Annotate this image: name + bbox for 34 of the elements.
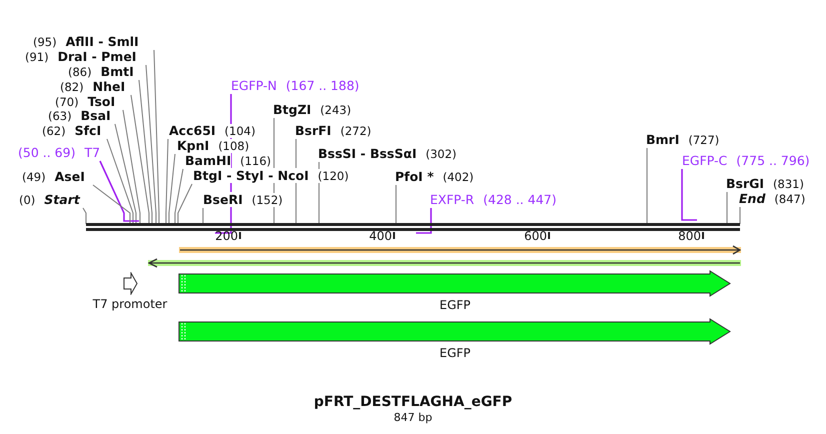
leader-line [106,138,134,224]
leader-line [92,184,130,224]
leader-line [130,94,150,224]
leader-line [202,208,204,224]
leader-line [154,50,160,224]
feature-label: EGFP [438,298,472,312]
leader-line [174,168,184,224]
enzyme-site-label: KpnI (108) [177,139,250,153]
leader-line [82,208,86,224]
feature-label: EGFP [438,346,472,360]
leader-line [138,80,152,224]
axis-label: 600 [524,229,547,243]
leader-line [166,138,168,224]
map-title: pFRT_DESTFLAGHA_eGFP [312,394,514,410]
axis-label: 400 [369,229,392,243]
axis-label: 800 [678,229,701,243]
leader-line [99,160,139,222]
enzyme-site-label: (70) TsoI [55,95,116,109]
leader-line [168,154,176,224]
enzyme-site-label: End (847) [739,192,806,206]
leader-line [726,192,728,224]
axis-label: 200 [215,229,238,243]
enzyme-site-label: BmrI (727) [646,133,720,147]
leader-line [114,124,136,224]
sequence-line [86,223,740,231]
feature-label: T7 promoter [92,297,168,311]
leader-line [122,110,140,224]
leader-line [646,148,648,224]
leader-line [146,64,156,224]
enzyme-site-label: (62) SfcI [42,124,102,138]
leader-line [681,169,697,221]
leader-line [178,184,192,224]
map-caption: 847 bp [392,411,434,424]
leader-line [416,208,432,234]
